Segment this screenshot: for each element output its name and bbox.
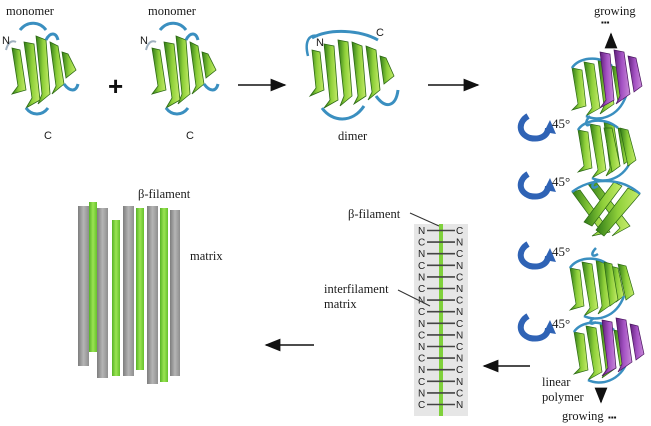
filament-matrix-rods [78,202,180,384]
matrix-rod-4 [147,206,158,384]
growing-top-ellipsis: ▪▪▪ [601,18,610,27]
monomer-right [144,21,220,116]
rotation-indicator-3 [517,241,556,270]
plus-sign: + [108,71,123,101]
ladder-left-terminus: N [418,388,425,399]
ladder-right-terminus: N [456,284,463,295]
monomer-left-label: monomer [6,4,55,18]
ladder-beta-filament-label: β-filament [348,207,401,221]
ladder-left-terminus: C [418,377,425,388]
ladder-left-terminus: C [418,238,425,249]
ladder-right-terminus: N [456,330,463,341]
ladder-right-terminus: C [456,249,463,260]
linear-polymer-label-line1: linear [542,375,571,389]
ladder-right-terminus: C [456,342,463,353]
linear-polymer-label-line2: polymer [542,390,584,404]
ladder-left-terminus: N [418,319,425,330]
polymer-segment-2 [576,119,637,182]
ladder-right-terminus: N [456,238,463,249]
dimer-c-terminus: C [376,27,384,39]
monomer-left-c-terminus: C [44,130,52,142]
ladder-left-terminus: C [418,354,425,365]
polymer-segment-3 [571,179,641,237]
matrix-rod-5 [170,210,180,376]
rotation-indicator-1 [517,113,556,142]
rotation-angle-3: 45° [552,244,570,259]
ladder-left-terminus: N [418,342,425,353]
dimer-label: dimer [338,129,368,143]
ladder-right-terminus: C [456,365,463,376]
ladder-right-terminus: C [456,272,463,283]
monomer-right-c-terminus: C [186,130,194,142]
beta-filament-rod-4 [160,208,168,382]
ladder-left-terminus: N [418,249,425,260]
ladder-left-terminus: C [418,284,425,295]
ladder-right-terminus: N [456,377,463,388]
ladder-right-terminus: N [456,354,463,365]
monomer-left-n-terminus: N [2,35,10,47]
monomer-right-label: monomer [148,4,197,18]
ladder-right-terminus: C [456,319,463,330]
matrix-label: matrix [190,249,223,263]
beta-filament-label: β-filament [138,187,191,201]
interfilament-pointer [397,289,431,307]
ladder-right-terminus: N [456,261,463,272]
ladder-left-terminus: C [418,400,425,411]
ladder-right-terminus: C [456,226,463,237]
dimer-structure [305,29,400,121]
linear-polymer [568,49,645,384]
ladder-left-terminus: N [418,272,425,283]
interfilament-label-line1: interfilament [324,282,389,296]
dimer-n-terminus: N [316,37,324,49]
beta-filament-rod-3 [136,208,144,370]
ladder-left-terminus: N [418,365,425,376]
polymer-segment-1 [570,49,643,120]
ladder-left-terminus: N [418,296,425,307]
matrix-rod-3 [123,206,134,376]
ladder-left-terminus: C [418,261,425,272]
ladder-right-terminus: N [456,307,463,318]
ladder-left-terminus: C [418,330,425,341]
matrix-rod-2 [97,208,108,378]
growing-bottom-label: growing [562,409,604,423]
beta-filament-rod-2 [112,220,120,376]
growing-top-label: growing [594,4,636,18]
rotation-indicator-2 [517,171,556,200]
polymer-segment-4 [568,257,635,320]
rotation-indicator-4 [517,313,556,342]
ladder-left-terminus: C [418,307,425,318]
ladder-right-terminus: N [456,400,463,411]
rotation-angle-1: 45° [552,116,570,131]
matrix-rod-1 [78,206,89,366]
rotation-angle-4: 45° [552,316,570,331]
ladder-right-terminus: C [456,296,463,307]
growing-bottom-ellipsis: ▪▪▪ [608,413,617,422]
monomer-right-n-terminus: N [140,35,148,47]
rotation-angle-2: 45° [552,174,570,189]
ladder-right-terminus: C [456,388,463,399]
polymer-segment-5 [572,317,645,384]
beta-filament-rod-1 [89,202,97,352]
ladder-left-terminus: N [418,226,425,237]
ladder-beta-filament-pointer [409,212,440,227]
interfilament-label-line2: matrix [324,297,357,311]
monomer-left [4,21,80,116]
